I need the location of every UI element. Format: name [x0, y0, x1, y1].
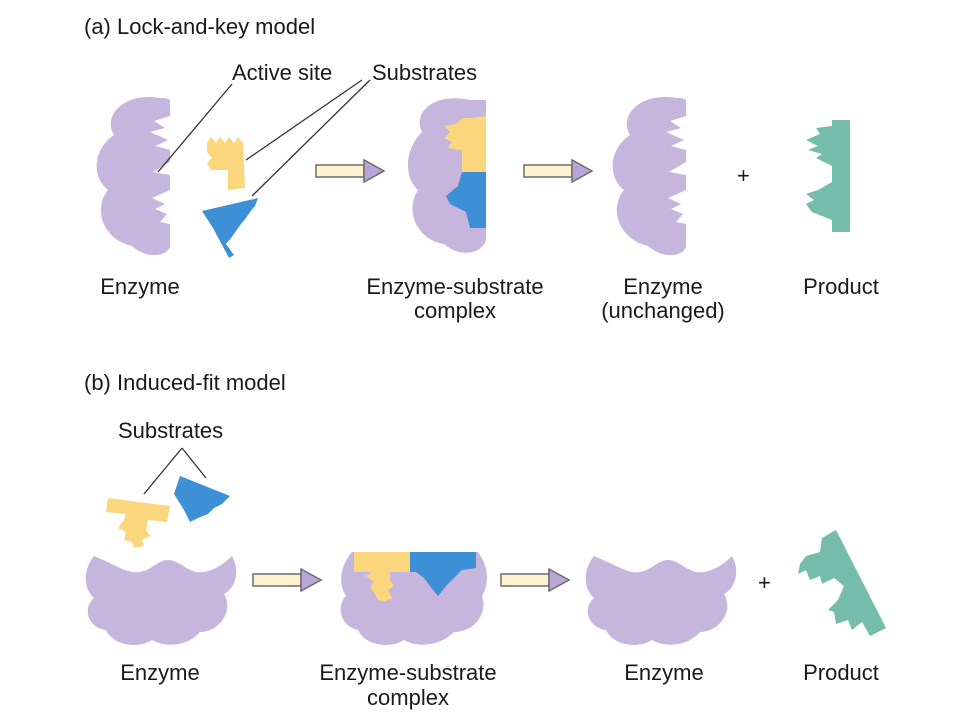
substrate-blue-b [174, 476, 230, 522]
reaction-arrow-a2 [523, 158, 594, 184]
complex-b [340, 552, 487, 645]
callout-line-b-1 [143, 447, 183, 495]
panel-a-title: (a) Lock-and-key model [84, 14, 315, 39]
callout-line-substrate-2 [251, 79, 371, 197]
panel-induced-fit: (b) Induced-fit model Substrates + [84, 370, 886, 710]
label-enzyme-a-after-line1: Enzyme [623, 274, 702, 299]
enzyme-b-after [585, 556, 737, 645]
label-enzyme-a-after-line2: (unchanged) [601, 298, 725, 323]
callout-line-substrate-1 [245, 79, 363, 161]
product-b [798, 530, 886, 636]
callout-line-b-2 [181, 447, 207, 479]
label-complex-a-line2: complex [414, 298, 496, 323]
label-complex-b-line2: complex [367, 685, 449, 710]
reaction-arrow-b2 [500, 567, 571, 593]
enzyme-b-initial [85, 556, 237, 645]
label-enzyme-b-after: Enzyme [624, 660, 703, 685]
label-enzyme-b: Enzyme [120, 660, 199, 685]
complex-a [407, 98, 486, 253]
substrate-yellow-b [106, 498, 170, 548]
label-product-b: Product [803, 660, 879, 685]
callout-line-active-site [157, 83, 233, 173]
panel-b-title: (b) Induced-fit model [84, 370, 286, 395]
reaction-arrow-b1 [252, 567, 323, 593]
substrate-yellow-a [207, 137, 245, 190]
plus-a: + [737, 163, 750, 188]
label-complex-b-line1: Enzyme-substrate [319, 660, 496, 685]
enzyme-a-initial [96, 97, 171, 256]
label-complex-a-line1: Enzyme-substrate [366, 274, 543, 299]
plus-b: + [758, 570, 771, 595]
panel-lock-and-key: (a) Lock-and-key model Active site Subst… [84, 14, 879, 323]
label-active-site: Active site [232, 60, 332, 85]
label-substrates-b: Substrates [118, 418, 223, 443]
label-enzyme-a: Enzyme [100, 274, 179, 299]
enzyme-a-unchanged [612, 97, 687, 256]
reaction-arrow-a1 [315, 158, 386, 184]
label-product-a: Product [803, 274, 879, 299]
product-a [806, 120, 850, 232]
label-substrates-a: Substrates [372, 60, 477, 85]
substrate-blue-a [202, 198, 258, 258]
